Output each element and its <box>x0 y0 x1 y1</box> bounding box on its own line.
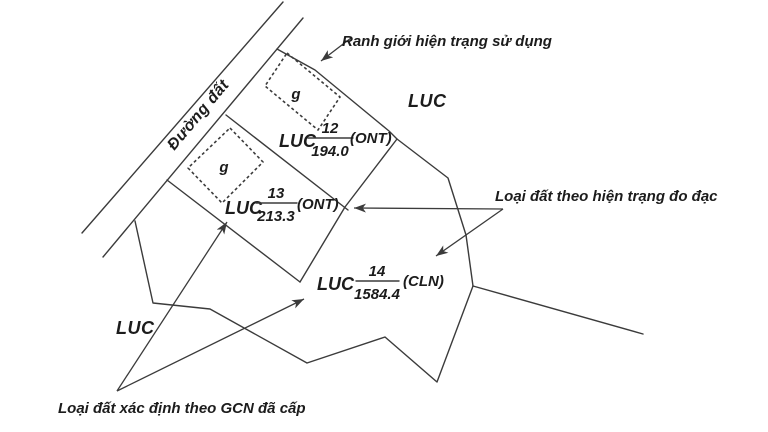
road-edge-right <box>102 17 304 258</box>
parcel-12-cert-type: (ONT) <box>350 130 392 147</box>
parcel-divider-13-14 <box>299 138 398 283</box>
building-label-parcel-12: g <box>290 86 300 103</box>
parcel-12-label: LUC 12 194.0 (ONT) <box>279 120 392 160</box>
measured-type-arrow-to-parcel-13 <box>353 203 504 213</box>
boundary-callout-text: Ranh giới hiện trạng sử dụng <box>342 33 552 50</box>
field-label-top-right: LUC <box>408 91 447 111</box>
building-label-parcel-13: g <box>218 159 228 176</box>
survey-boundary-east-tail <box>472 285 644 335</box>
parcel-13-label: LUC 13 213.3 (ONT) <box>225 185 339 225</box>
gcn-type-arrow-to-parcel-13 <box>116 221 228 392</box>
parcel-12-number: 12 <box>322 120 339 137</box>
parcel-12-land-type: LUC <box>279 131 317 151</box>
parcel-13-land-type: LUC <box>225 198 263 218</box>
gcn-type-arrow-to-parcel-14 <box>116 298 305 392</box>
parcel-divider-12-13 <box>225 114 349 211</box>
parcel-13-area: 213.3 <box>256 208 295 225</box>
building-outline-parcel-12 <box>264 52 341 131</box>
field-label-lower-left: LUC <box>116 318 155 338</box>
parcel-13-number: 13 <box>268 185 285 202</box>
measured-type-arrow-to-parcel-14 <box>435 208 504 257</box>
gcn-type-callout-text: Loại đất xác định theo GCN đã cấp <box>58 400 306 417</box>
boundary-callout-arrow <box>320 37 352 62</box>
parcel-13-southwest-edge <box>166 179 301 283</box>
parcel-14-land-type: LUC <box>317 274 355 294</box>
parcel-14-number: 14 <box>369 263 386 280</box>
survey-boundary-south <box>134 220 474 383</box>
parcel-14-label: LUC 14 1584.4 (CLN) <box>317 263 444 303</box>
parcel-13-cert-type: (ONT) <box>297 196 339 213</box>
measured-type-callout-text: Loại đất theo hiện trạng đo đạc <box>495 188 718 205</box>
parcel-12-area: 194.0 <box>311 143 349 160</box>
road-edge-left <box>81 1 284 234</box>
parcel-14-area: 1584.4 <box>354 286 401 303</box>
parcel-14-cert-type: (CLN) <box>403 273 444 290</box>
